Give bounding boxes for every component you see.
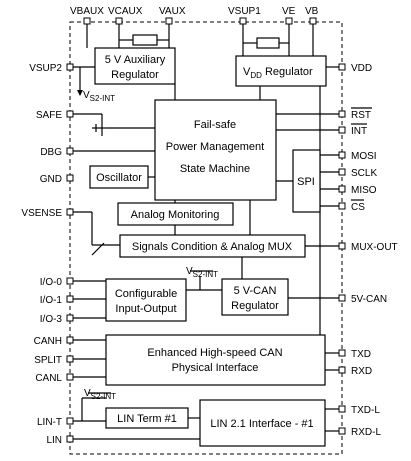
svg-text:Power Management: Power Management [166, 141, 264, 153]
right-pin-miso: MISO [338, 185, 377, 196]
spi-block: SPI [292, 149, 321, 213]
aux-regulator-block: 5 V Auxiliary Regulator [94, 47, 176, 85]
svg-text:VSUP1: VSUP1 [228, 6, 261, 17]
svg-text:MUX-OUT: MUX-OUT [351, 242, 398, 253]
svg-text:VSUP2: VSUP2 [29, 63, 62, 74]
right-pin-sclk: SCLK [338, 168, 377, 179]
svg-text:Regulator: Regulator [231, 300, 279, 312]
left-pin-split: SPLIT [34, 355, 74, 366]
svg-text:MISO: MISO [351, 185, 377, 196]
svg-text:Regulator: Regulator [111, 69, 159, 81]
svg-text:VDD Regulator: VDD Regulator [243, 66, 313, 80]
svg-text:CANL: CANL [35, 373, 62, 384]
svg-text:SPLIT: SPLIT [34, 355, 62, 366]
left-pin-vsense: VSENSE [21, 208, 74, 219]
svg-text:SAFE: SAFE [36, 110, 62, 121]
svg-text:Physical Interface: Physical Interface [172, 362, 259, 374]
top-pin-vaux: VAUX [159, 6, 186, 25]
svg-text:I/O-3: I/O-3 [40, 314, 63, 325]
right-pin-rxd-l: RXD-L [338, 427, 381, 438]
left-pin-io0: I/O-0 [40, 277, 74, 288]
svg-text:LIN-T: LIN-T [37, 417, 62, 428]
vdd-regulator-block: VDD Regulator [235, 55, 327, 87]
top-pin-vb: VB [305, 6, 319, 25]
svg-text:RXD: RXD [351, 366, 372, 377]
right-pin-rst: RST [338, 107, 372, 121]
svg-text:5V-CAN: 5V-CAN [351, 294, 387, 305]
svg-text:5 V-CAN: 5 V-CAN [234, 285, 277, 297]
left-pin-vsup2: VSUP2 [29, 63, 74, 74]
svg-text:VBAUX: VBAUX [70, 6, 104, 17]
right-pin-mux-out: MUX-OUT [338, 242, 398, 253]
oscillator-block: Oscillator [89, 165, 149, 189]
right-pin-rxd: RXD [338, 366, 372, 377]
left-pin-canl: CANL [35, 373, 74, 384]
left-pin-io1: I/O-1 [40, 295, 74, 306]
svg-text:LIN: LIN [46, 435, 62, 446]
top-pin-vsup1: VSUP1 [228, 6, 261, 25]
analog-monitoring-block: Analog Monitoring [117, 202, 234, 226]
svg-text:Input-Output: Input-Output [115, 303, 176, 315]
right-pin-txd-l: TXD-L [338, 405, 380, 416]
svg-text:SCLK: SCLK [351, 168, 377, 179]
svg-text:GND: GND [40, 174, 62, 185]
left-pin-lin-t: LIN-T [37, 417, 74, 428]
svg-text:VE: VE [282, 6, 296, 17]
chip-boundary [69, 21, 343, 455]
svg-text:Signals Condition & Analog MUX: Signals Condition & Analog MUX [132, 241, 293, 253]
svg-text:SPI: SPI [297, 176, 315, 188]
left-pin-canh: CANH [34, 336, 74, 347]
left-pin-gnd: GND [40, 174, 74, 185]
svg-text:Analog Monitoring: Analog Monitoring [131, 209, 220, 221]
left-pin-safe: SAFE [36, 110, 74, 121]
lin-term-block: LIN Term #1 [105, 407, 189, 429]
left-pin-lin: LIN [46, 435, 74, 446]
svg-text:RST: RST [351, 110, 371, 121]
fail-safe-state-machine-block: Fail-safe Power Management State Machine [154, 99, 277, 201]
svg-text:Oscillator: Oscillator [96, 172, 142, 184]
svg-text:DBG: DBG [40, 147, 62, 158]
svg-text:VSENSE: VSENSE [21, 208, 62, 219]
svg-text:Fail-safe: Fail-safe [194, 119, 236, 131]
svg-text:LIN 2.1 Interface - #1: LIN 2.1 Interface - #1 [210, 418, 313, 430]
svg-text:State Machine: State Machine [180, 163, 250, 175]
lin-interface-block: LIN 2.1 Interface - #1 [199, 399, 326, 447]
svg-text:I/O-1: I/O-1 [40, 295, 63, 306]
svg-text:VB: VB [305, 6, 319, 17]
svg-text:I/O-0: I/O-0 [40, 277, 63, 288]
top-pin-vbaux: VBAUX [70, 6, 104, 25]
top-pin-ve: VE [282, 6, 296, 25]
can-regulator-block: 5 V-CAN Regulator [221, 278, 289, 316]
configurable-io-block: Configurable Input-Output [105, 278, 187, 322]
svg-text:VS2-INT: VS2-INT [83, 90, 115, 103]
right-pin-int: INT [338, 123, 367, 137]
svg-text:VAUX: VAUX [159, 6, 186, 17]
svg-text:RXD-L: RXD-L [351, 427, 381, 438]
svg-text:Configurable: Configurable [115, 288, 177, 300]
signals-condition-mux-block: Signals Condition & Analog MUX [119, 234, 306, 258]
svg-text:TXD: TXD [351, 349, 371, 360]
right-pin-5v-can: 5V-CAN [338, 294, 387, 305]
svg-text:VCAUX: VCAUX [108, 6, 143, 17]
svg-text:CANH: CANH [34, 336, 62, 347]
right-pin-cs: CS [338, 199, 365, 213]
right-pin-vdd: VDD [338, 63, 372, 74]
svg-text:CS: CS [351, 202, 365, 213]
left-pin-dbg: DBG [40, 147, 74, 158]
svg-text:LIN Term #1: LIN Term #1 [117, 413, 177, 425]
svg-text:INT: INT [351, 126, 367, 137]
right-pin-mosi: MOSI [338, 151, 377, 162]
svg-text:VS2-INT: VS2-INT [186, 266, 218, 279]
svg-text:Enhanced High-speed CAN: Enhanced High-speed CAN [147, 347, 282, 359]
svg-text:VS2-INT: VS2-INT [84, 388, 116, 401]
svg-text:MOSI: MOSI [351, 151, 377, 162]
svg-text:5 V Auxiliary: 5 V Auxiliary [105, 54, 166, 66]
left-pin-io3: I/O-3 [40, 314, 74, 325]
can-physical-interface-block: Enhanced High-speed CAN Physical Interfa… [105, 334, 326, 386]
top-pin-vcaux: VCAUX [108, 6, 143, 25]
svg-text:VDD: VDD [351, 63, 372, 74]
right-pin-txd: TXD [338, 349, 371, 360]
svg-text:TXD-L: TXD-L [351, 405, 380, 416]
